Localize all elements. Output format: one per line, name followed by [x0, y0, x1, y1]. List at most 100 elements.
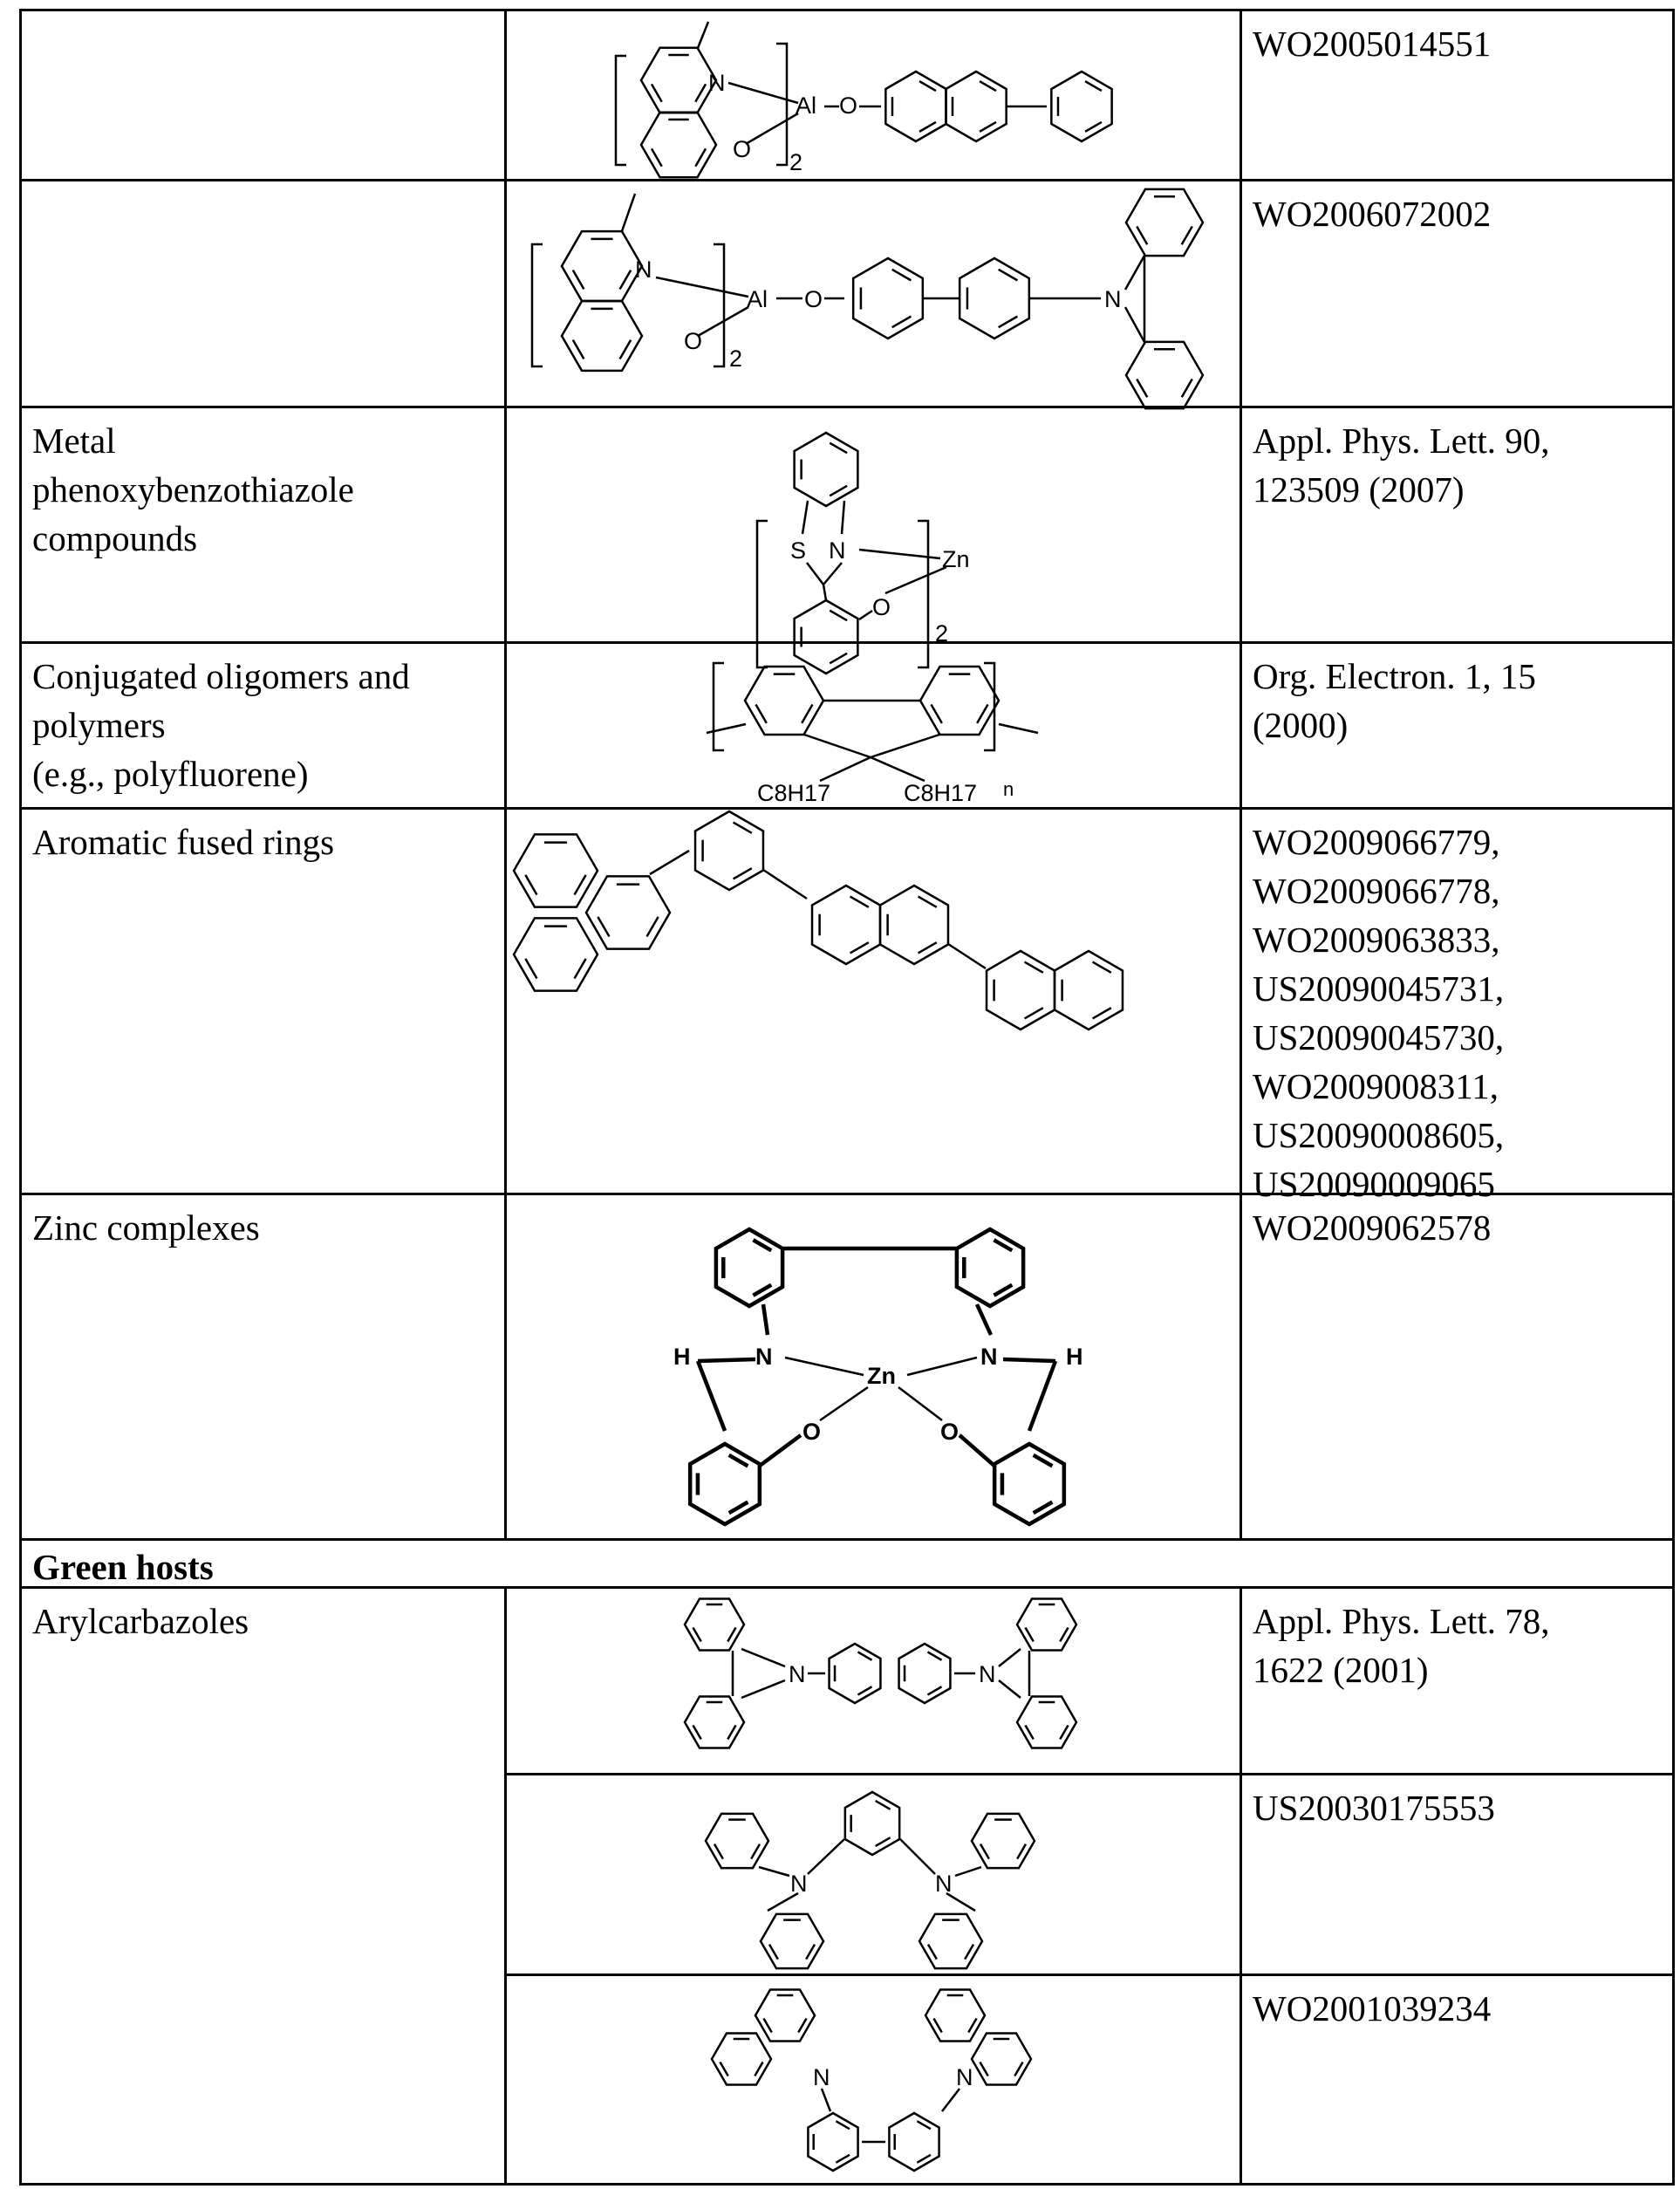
benzene-ring — [641, 48, 716, 113]
atom-label: N — [935, 1871, 953, 1897]
bond — [802, 501, 808, 534]
substituent-label: C8H17 — [757, 780, 830, 806]
benzene-ring — [562, 301, 642, 371]
bond — [820, 1387, 868, 1420]
bond — [822, 2089, 830, 2111]
atom-label: O — [733, 136, 751, 162]
benzene-ring — [925, 1990, 985, 2042]
structure-biphenyl-dicarbazole: N N — [712, 1990, 1031, 2171]
benzene-ring — [745, 667, 823, 735]
atom-label: N — [956, 2064, 973, 2090]
benzene-ring — [920, 667, 999, 735]
benzene-ring — [685, 1599, 744, 1651]
atom-label: N — [790, 1871, 808, 1897]
benzene-ring — [1051, 72, 1111, 141]
atom-label: O — [940, 1419, 959, 1445]
bond — [859, 611, 872, 619]
structure-zinc-phenoxybenzothiazole: S N Zn O 2 — [757, 433, 970, 674]
bond — [656, 277, 748, 297]
atom-label: N — [708, 70, 726, 96]
atom-label: N — [979, 1661, 996, 1687]
benzene-ring — [994, 1444, 1064, 1524]
bond — [698, 22, 708, 48]
bond — [760, 1435, 801, 1466]
benzene-ring — [685, 1697, 744, 1748]
bond — [759, 1867, 789, 1876]
benzene-ring — [1017, 1599, 1076, 1651]
benzene-ring — [641, 113, 716, 177]
bond — [1003, 1359, 1055, 1361]
benzene-ring — [972, 1814, 1035, 1868]
substituent-label: C8H17 — [904, 780, 977, 806]
bond — [785, 1358, 864, 1375]
bond — [823, 585, 826, 600]
bond — [948, 944, 986, 968]
bond — [622, 194, 635, 231]
atom-label: H — [673, 1344, 691, 1370]
bond — [1125, 256, 1144, 290]
atom-label: O — [839, 92, 857, 119]
atom-label: O — [684, 328, 702, 354]
bracket — [532, 244, 543, 366]
benzene-ring — [706, 1814, 768, 1868]
benzene-ring — [960, 258, 1029, 339]
bond — [820, 757, 871, 781]
bond — [942, 2089, 960, 2111]
bracket — [776, 44, 787, 165]
bond — [999, 1649, 1021, 1666]
benzene-ring — [899, 1644, 951, 1703]
bracket — [757, 521, 768, 667]
atom-label: Zn — [867, 1363, 896, 1389]
benzene-ring — [946, 72, 1006, 141]
bond — [907, 1358, 977, 1375]
atom-label: Al — [747, 286, 768, 312]
bond — [871, 757, 925, 781]
bond — [807, 563, 823, 585]
atom-label: N — [829, 537, 846, 564]
benzene-ring — [972, 2034, 1031, 2085]
structure-aluminum-quinolate-naphthyl: N Al O O 2 — [616, 22, 1112, 177]
benzene-ring — [716, 1229, 782, 1306]
bond — [898, 1387, 942, 1420]
bond — [1029, 1361, 1055, 1431]
structure-aromatic-fused-rings — [514, 811, 1123, 1030]
bracket — [918, 521, 928, 667]
atom-label: Al — [796, 92, 816, 119]
bond — [977, 1304, 991, 1335]
atom-label: N — [813, 2064, 830, 2090]
bond — [999, 724, 1038, 733]
bond — [763, 870, 807, 899]
structure-polyfluorene: C8H17 C8H17 n — [707, 663, 1038, 806]
benzene-ring — [712, 2034, 771, 2085]
subscript: 2 — [935, 620, 948, 646]
bond — [741, 1649, 785, 1666]
benzene-ring — [812, 886, 880, 964]
subscript: 2 — [789, 149, 802, 175]
benzene-ring — [1126, 189, 1203, 256]
benzene-ring — [1017, 1697, 1076, 1748]
bond — [999, 1680, 1021, 1698]
benzene-ring — [795, 600, 858, 674]
benzene-ring — [830, 1644, 881, 1703]
benzene-ring — [690, 1444, 760, 1524]
atom-label: O — [804, 286, 823, 312]
atom-label: S — [790, 537, 806, 564]
bond — [900, 1839, 935, 1874]
atom-label: N — [980, 1344, 998, 1370]
benzene-ring — [845, 1792, 899, 1855]
benzene-ring — [1055, 951, 1123, 1030]
benzene-ring — [761, 1914, 823, 1968]
benzene-ring — [586, 876, 670, 948]
atom-label: O — [872, 594, 891, 620]
subscript: n — [1003, 778, 1014, 800]
bond — [698, 1359, 755, 1361]
structure-mcp: N N — [706, 1792, 1035, 1968]
structure-cbp: N N — [685, 1599, 1076, 1748]
bond — [871, 735, 939, 757]
benzene-ring — [808, 2113, 857, 2171]
benzene-ring — [795, 433, 858, 506]
structure-aluminum-quinolate-carbazolyl: N Al O O 2 N — [532, 189, 1203, 408]
bond — [804, 735, 871, 757]
benzene-ring — [514, 834, 598, 906]
